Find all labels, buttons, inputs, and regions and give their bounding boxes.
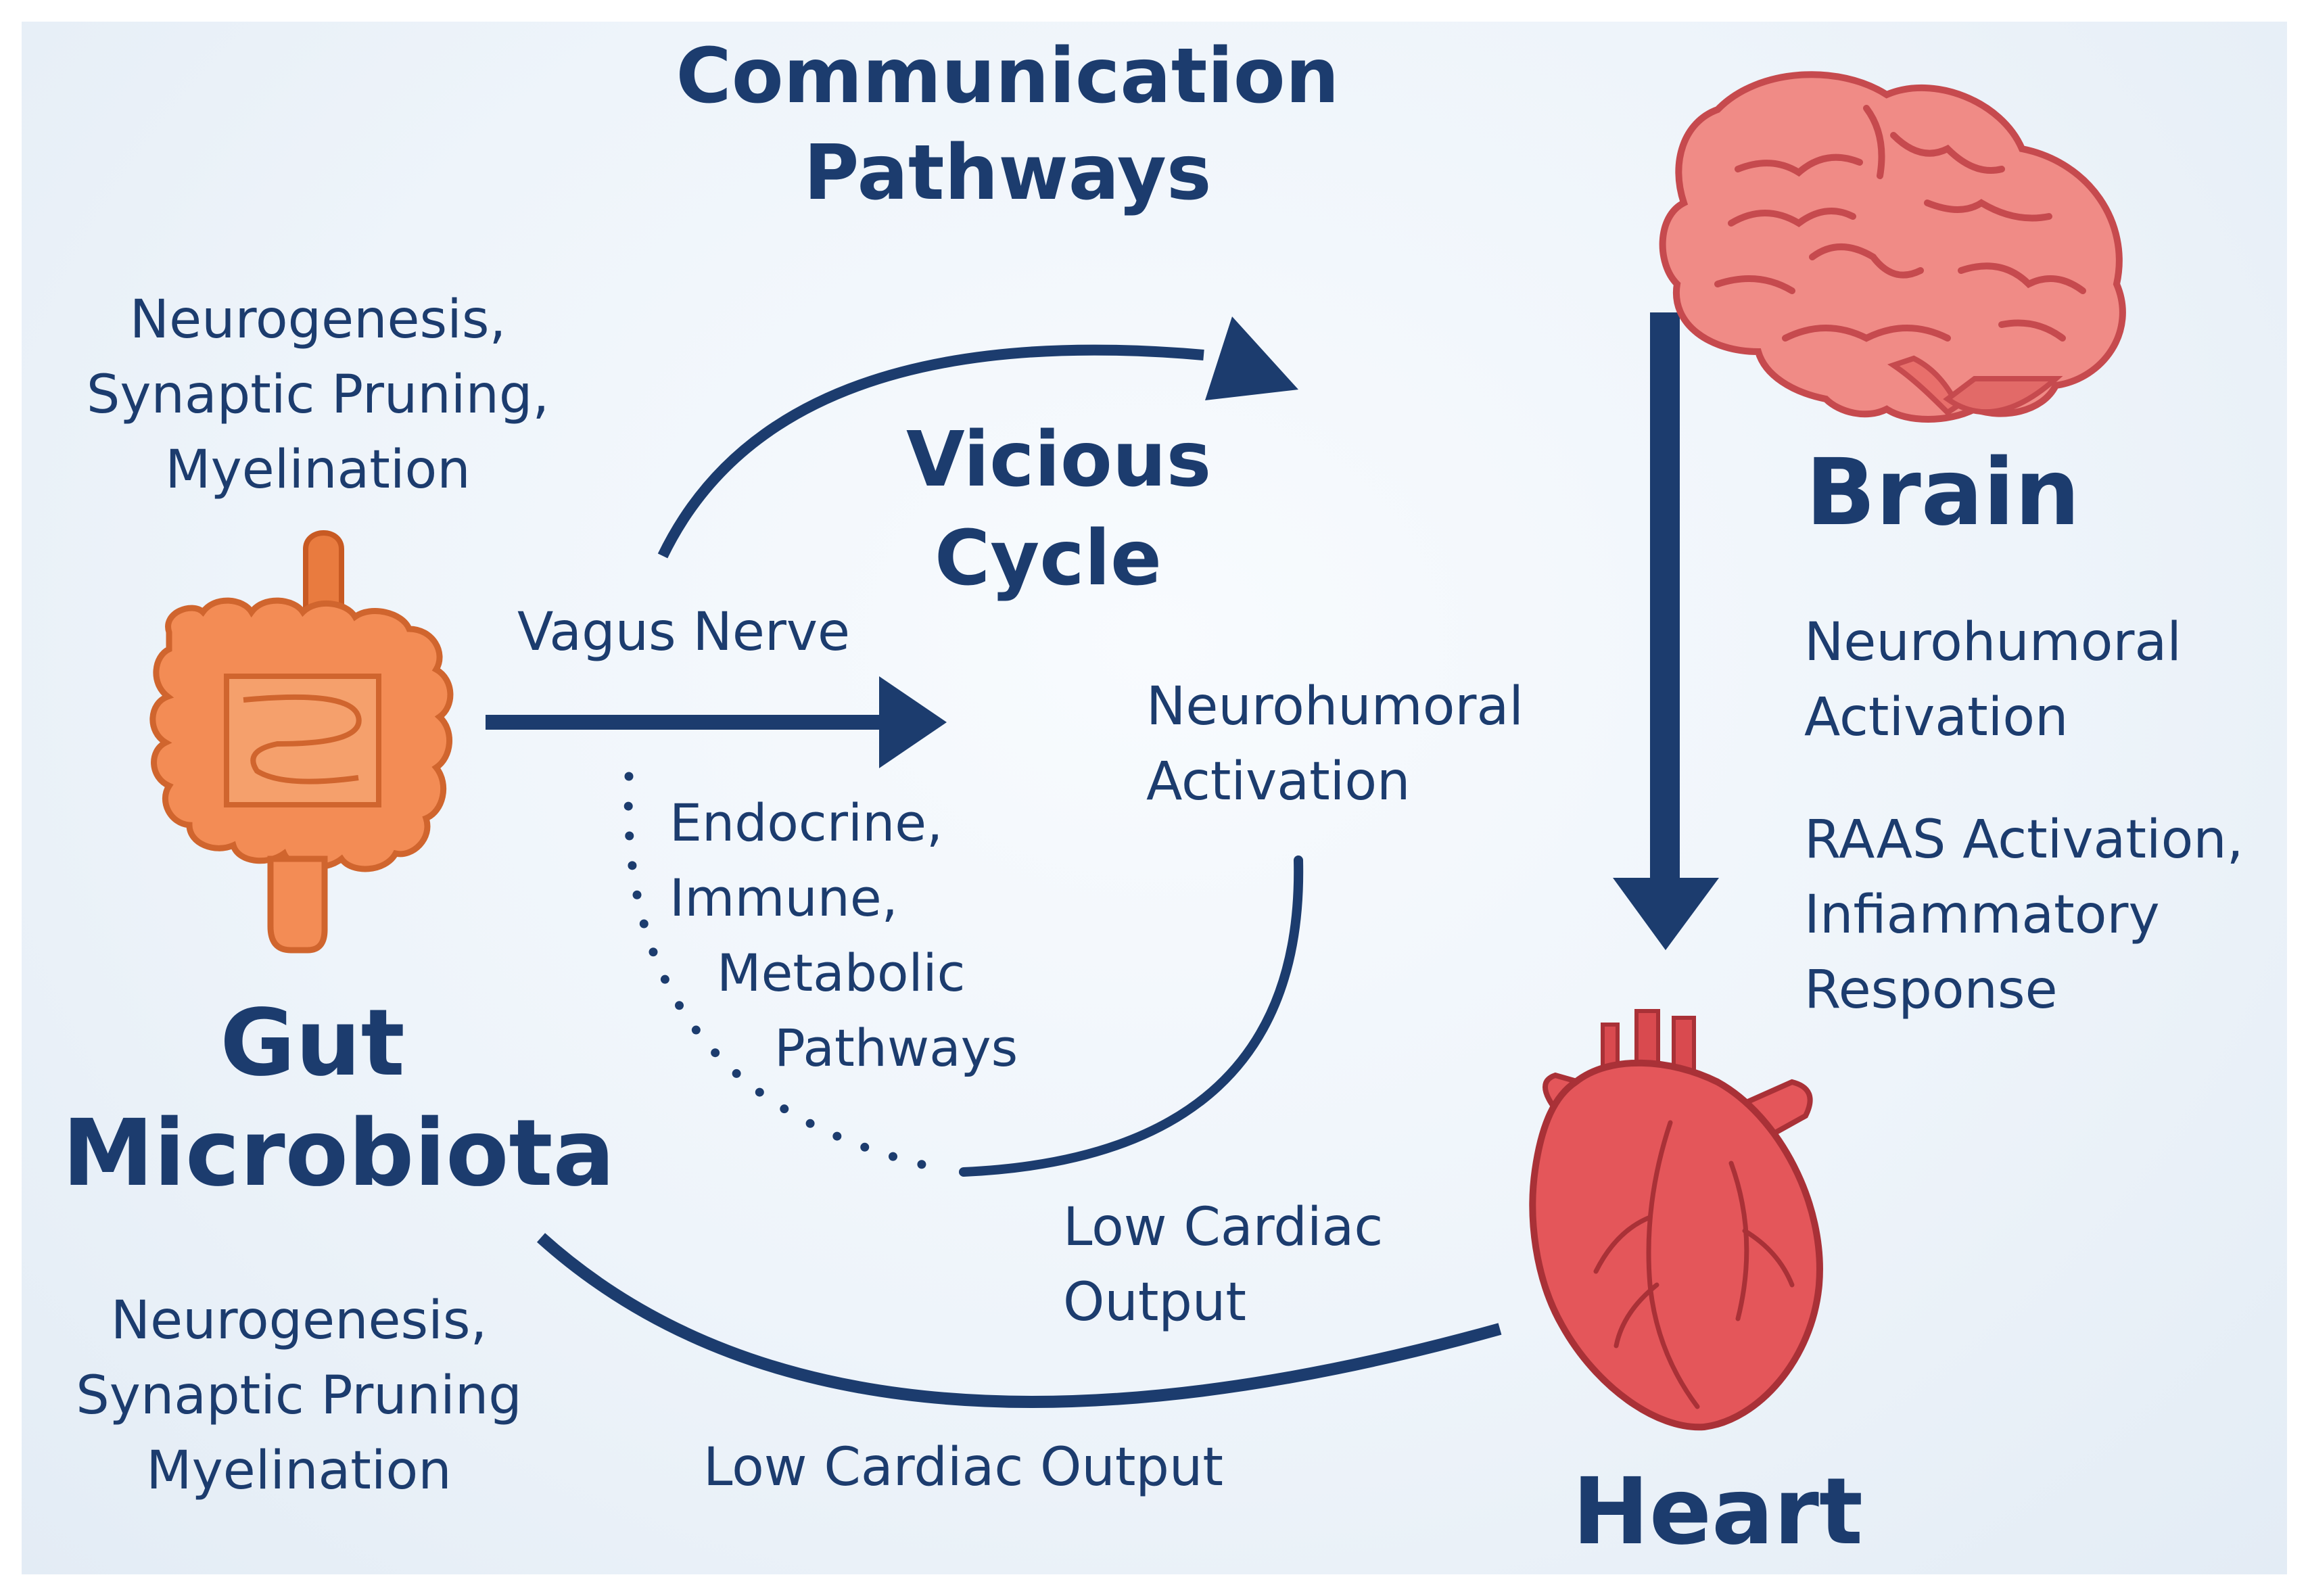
gut-microbiota-label: Gut Microbiota xyxy=(62,989,615,1209)
vicious-cycle-upper-arc xyxy=(657,344,1204,559)
raas-line-2: Infiammatory xyxy=(1804,884,2160,945)
neuro-bottom-line-2: Synaptic Pruning xyxy=(76,1365,522,1426)
neuro-bottom-line-3: Myelination xyxy=(146,1440,452,1501)
neurohumoral-center-line-2: Activation xyxy=(1146,751,1411,812)
pathways-dotted-arc xyxy=(623,772,941,1173)
raas-label: RAAS Activation, Infiammatory Response xyxy=(1804,803,2244,1027)
low-output-center-line-2: Output xyxy=(1063,1271,1246,1333)
raas-line-1: RAAS Activation, xyxy=(1804,809,2244,870)
pathways-line-3: Metabolic xyxy=(717,942,966,1003)
low-output-center-line-1: Low Cardiac xyxy=(1063,1197,1384,1258)
pathways-line-1: Endocrine, xyxy=(669,793,943,853)
vicious-cycle-label: Vicious Cycle xyxy=(906,411,1212,608)
pathways-line-4: Pathways xyxy=(774,1017,1018,1078)
heart-icon xyxy=(1529,1009,1823,1431)
vicious-cycle-line-1: Vicious xyxy=(906,416,1212,504)
low-output-center-label: Low Cardiac Output xyxy=(1063,1190,1383,1340)
page-title: Communication Pathways xyxy=(636,28,1380,222)
neuro-bottom-line-1: Neurogenesis, xyxy=(110,1290,488,1351)
heart-to-gut-arc xyxy=(536,1233,1502,1408)
vagus-nerve-label: Vagus Nerve xyxy=(517,602,851,663)
neurohumoral-right-line-1: Neurohumoral xyxy=(1804,612,2182,673)
vagus-nerve-arrowhead xyxy=(879,676,947,768)
title-line-2: Pathways xyxy=(803,129,1212,218)
brain-label: Brain xyxy=(1806,440,2080,546)
low-output-bottom-label: Low Cardiac Output xyxy=(703,1437,1223,1498)
vicious-cycle-upper-arrowhead xyxy=(1205,316,1298,400)
brain-icon xyxy=(1659,71,2126,423)
neurohumoral-right-label: Neurohumoral Activation xyxy=(1804,605,2182,755)
gut-line-2: Microbiota xyxy=(62,1100,615,1208)
neurogenesis-bottom-label: Neurogenesis, Synaptic Pruning Myelinati… xyxy=(28,1284,569,1508)
pathways-label: Endocrine, Immune, Metabolic Pathways xyxy=(669,786,1018,1086)
neuro-top-line-3: Myelination xyxy=(165,439,471,500)
brain-to-heart-arrowhead xyxy=(1613,878,1719,950)
raas-line-3: Response xyxy=(1804,959,2058,1020)
neuro-top-line-2: Synaptic Pruning, xyxy=(86,364,550,425)
vicious-cycle-line-2: Cycle xyxy=(935,514,1162,603)
neurogenesis-top-label: Neurogenesis, Synaptic Pruning, Myelinat… xyxy=(41,283,595,507)
gut-line-1: Gut xyxy=(220,990,405,1097)
pathways-line-2: Immune, xyxy=(669,867,898,928)
vicious-cycle-lower-arc xyxy=(959,855,1304,1177)
gut-icon xyxy=(149,530,454,954)
title-line-1: Communication xyxy=(676,32,1340,120)
neurohumoral-center-label: Neurohumoral Activation xyxy=(1146,670,1524,820)
neurohumoral-center-line-1: Neurohumoral xyxy=(1146,676,1524,737)
neuro-top-line-1: Neurogenesis, xyxy=(129,289,507,350)
neurohumoral-right-line-2: Activation xyxy=(1804,686,2069,748)
heart-label: Heart xyxy=(1572,1459,1863,1566)
